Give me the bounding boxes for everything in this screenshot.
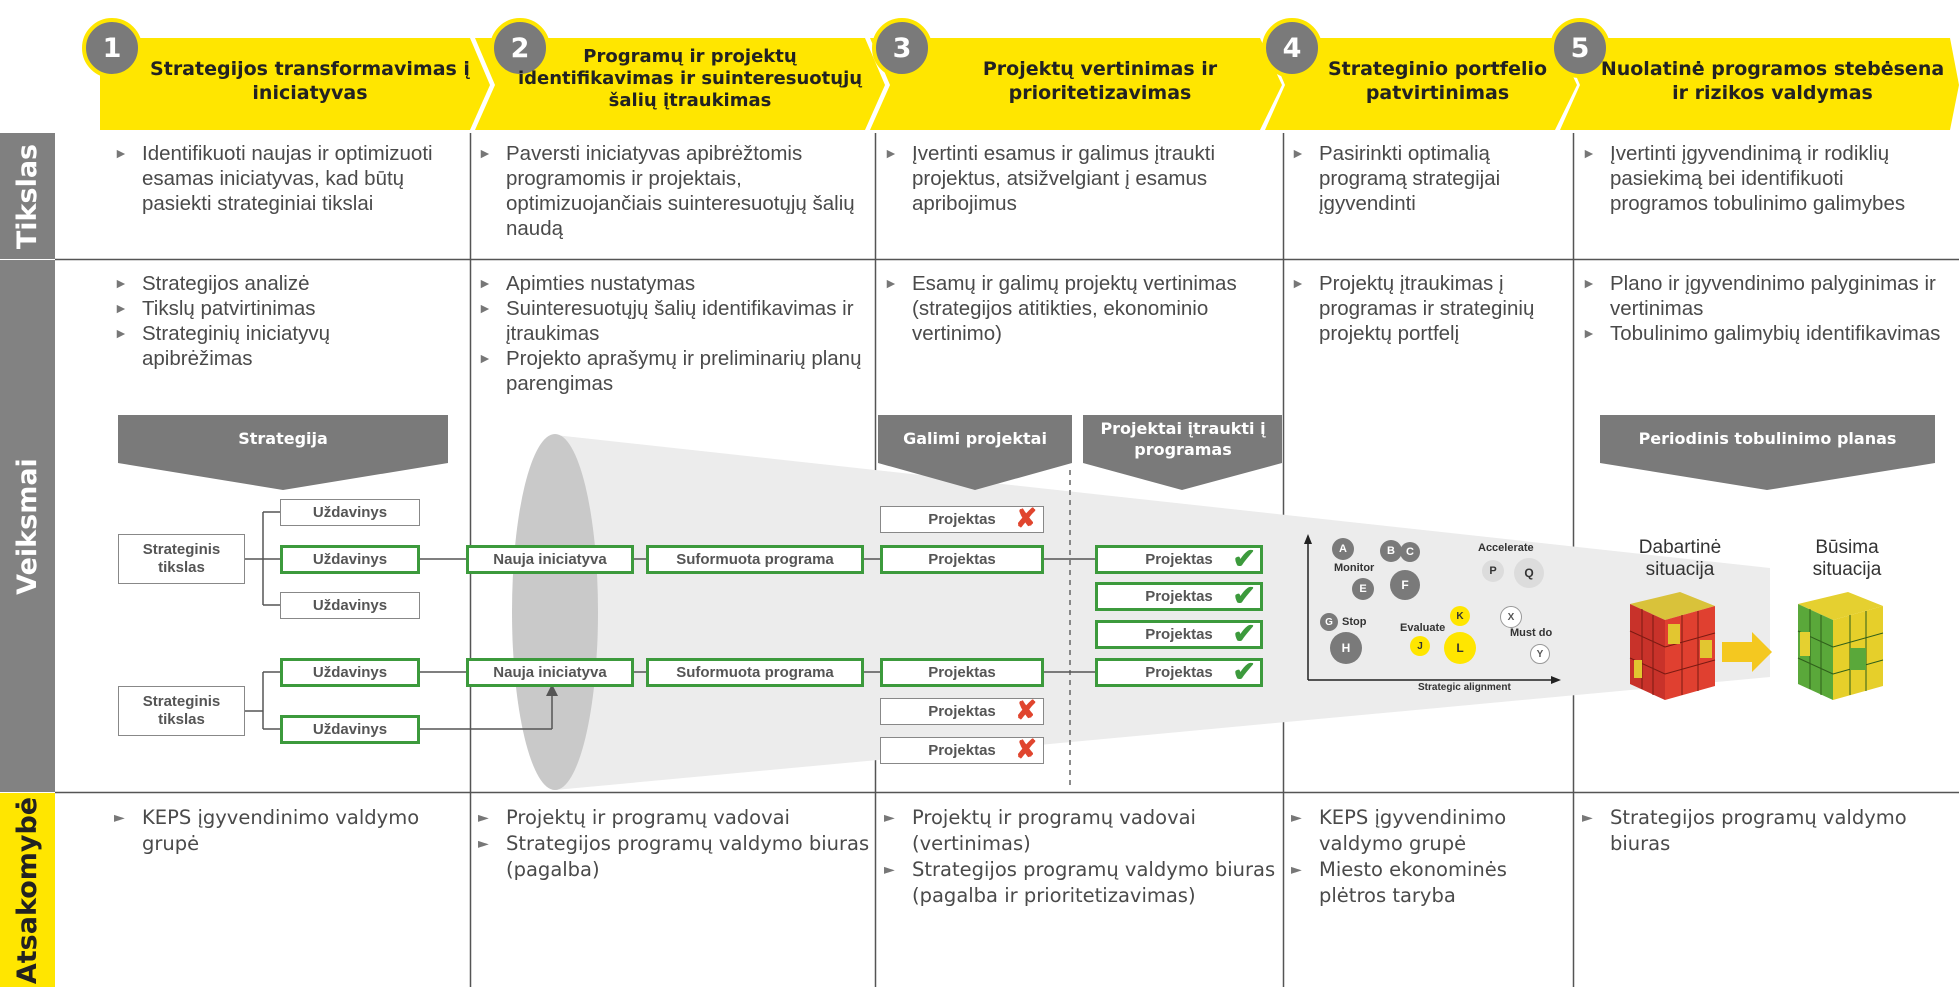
projektas-candidate-2: Projektas <box>880 658 1044 687</box>
stage-3-arrow <box>870 38 1282 130</box>
arrow-up-head <box>546 684 558 696</box>
future-cube <box>1797 592 1884 700</box>
stage-2-arrow <box>475 38 885 130</box>
cross-icon: ✘ <box>1015 734 1037 764</box>
stage-5-arrow <box>1560 38 1959 130</box>
periodinis-label: Periodinis tobulinimo planas <box>1638 429 1897 448</box>
stage-3-title: Projektų vertinimas ir prioritetizavimas <box>982 58 1218 104</box>
stage-2-number: 2 <box>490 18 550 78</box>
dabartine-situacija-label: Dabartinė situacija <box>1638 537 1722 580</box>
atsakomybe-col-4: KEPS įgyvendinimo valdymo grupėMiesto ek… <box>1289 805 1569 909</box>
check-icon: ✔ <box>1232 656 1256 687</box>
bubble-j: J <box>1410 636 1430 656</box>
atsakomybe-col-1: KEPS įgyvendinimo valdymo grupė <box>112 805 462 857</box>
bubble-y: Y <box>1530 644 1550 664</box>
bubble-q: Q <box>1514 558 1544 588</box>
projektas-rejected-3: Projektas✘ <box>880 734 1044 764</box>
stage-3-number: 3 <box>872 18 932 78</box>
nauja-iniciatyva-box-1: Nauja iniciatyva <box>466 545 634 574</box>
matrix-must-do-label: Must do <box>1510 627 1553 639</box>
tikslas-col-5: Įvertinti įgyvendinimą ir rodiklių pasie… <box>1580 141 1940 216</box>
tikslas-col-1: Identifikuoti naujas ir optimizuoti esam… <box>112 141 462 216</box>
stage-5-title: Nuolatinė programos stebėsena ir rizikos… <box>1600 58 1945 104</box>
veiksmai-col-3: Esamų ir galimų projektų vertinimas (str… <box>882 271 1272 346</box>
check-icon: ✔ <box>1232 580 1256 611</box>
matrix-evaluate-label: Evaluate <box>1400 622 1446 634</box>
matrix-x-axis-label: Strategic alignment <box>1418 682 1511 693</box>
tikslas-col-4: Pasirinkti optimalią programą strategija… <box>1289 141 1569 216</box>
veiksmai-col-4: Projektų įtraukimas į programas ir strat… <box>1289 271 1569 346</box>
uzdavinys-box-3: Uždavinys <box>280 592 420 619</box>
projektas-candidate-1: Projektas <box>880 545 1044 574</box>
strateginis-tikslas-box-2: Strateginis tikslas <box>118 686 245 736</box>
header-arrows <box>100 38 1959 130</box>
bubble-p: P <box>1482 560 1504 582</box>
stage-2-title: Programų ir projektų identifikavimas ir … <box>517 46 863 111</box>
projektas-included-3: Projektas✔ <box>1095 618 1263 649</box>
tikslas-col-2: Paversti iniciatyvas apibrėžtomis progra… <box>476 141 871 241</box>
row-label-tikslas: Tikslas <box>0 133 55 259</box>
tikslas-col-3: Įvertinti esamus ir galimus įtraukti pro… <box>882 141 1277 216</box>
projektas-included-4: Projektas✔ <box>1095 656 1263 687</box>
bubble-x: X <box>1500 606 1522 628</box>
veiksmai-col-5: Plano ir įgyvendinimo palyginimas ir ver… <box>1580 271 1950 346</box>
uzdavinys-box-1: Uždavinys <box>280 499 420 526</box>
periodinis-banner <box>1600 415 1935 490</box>
uzdavinys-box-4: Uždavinys <box>280 658 420 687</box>
bubble-c: C <box>1400 542 1420 562</box>
bubble-e: E <box>1352 578 1374 600</box>
funnel-cone <box>555 435 1770 790</box>
cube-arrow <box>1722 632 1772 672</box>
veiksmai-col-2: Apimties nustatymasSuinteresuotųjų šalių… <box>476 271 866 396</box>
atsakomybe-col-3: Projektų ir programų vadovai (vertinimas… <box>882 805 1277 909</box>
projektas-included-2: Projektas✔ <box>1095 580 1263 611</box>
portfolio-matrix-axes <box>1307 540 1555 681</box>
stage-1-number: 1 <box>82 18 142 78</box>
stage-1-title: Strategijos transformavimas į iniciatyva… <box>150 58 470 104</box>
uzdavinys-box-5: Uždavinys <box>280 715 420 744</box>
nauja-iniciatyva-box-2: Nauja iniciatyva <box>466 658 634 687</box>
check-icon: ✔ <box>1232 618 1256 649</box>
bubble-b: B <box>1380 540 1402 562</box>
galimi-banner <box>878 415 1072 490</box>
bubble-g: G <box>1320 613 1338 631</box>
stage-5-number: 5 <box>1550 18 1610 78</box>
bubble-l: L <box>1444 632 1476 664</box>
matrix-stop-label: Stop <box>1342 616 1367 628</box>
bubble-h: H <box>1330 632 1362 664</box>
cross-icon: ✘ <box>1015 503 1037 533</box>
bubble-a: A <box>1332 538 1354 560</box>
check-icon: ✔ <box>1232 543 1256 574</box>
matrix-monitor-label: Monitor <box>1334 562 1375 574</box>
strategija-label: Strategija <box>238 429 328 448</box>
atsakomybe-col-5: Strategijos programų valdymo biuras <box>1580 805 1950 857</box>
uzdavinys-box-2: Uždavinys <box>280 545 420 574</box>
projektas-rejected-1: Projektas✘ <box>880 503 1044 533</box>
projektas-included-1: Projektas✔ <box>1095 543 1263 574</box>
bubble-k: K <box>1450 606 1470 626</box>
veiksmai-col-1: Strategijos analizėTikslų patvirtinimasS… <box>112 271 442 371</box>
suformuota-programa-box-2: Suformuota programa <box>646 658 864 687</box>
suformuota-programa-box-1: Suformuota programa <box>646 545 864 574</box>
projektai-itraukti-label: Projektai įtraukti į programas <box>1100 419 1266 459</box>
stage-1-arrow <box>100 38 490 130</box>
current-cube <box>1629 592 1716 700</box>
funnel-mouth <box>512 434 598 790</box>
strategija-banner <box>118 415 448 490</box>
strateginis-tikslas-box-1: Strateginis tikslas <box>118 534 245 584</box>
stage-4-number: 4 <box>1262 18 1322 78</box>
stage-4-arrow <box>1265 38 1577 130</box>
cross-icon: ✘ <box>1015 695 1037 725</box>
projektas-rejected-2: Projektas✘ <box>880 695 1044 725</box>
busima-situacija-label: Būsima situacija <box>1812 537 1882 580</box>
stage-4-title: Strateginio portfelio patvirtinimas <box>1327 58 1548 104</box>
itraukti-banner <box>1083 415 1282 490</box>
row-label-atsakomybe: Atsakomybė <box>0 793 55 987</box>
atsakomybe-col-2: Projektų ir programų vadovaiStrategijos … <box>476 805 871 883</box>
row-label-veiksmai: Veiksmai <box>0 260 55 792</box>
galimi-projektai-label: Galimi projektai <box>903 429 1047 448</box>
matrix-accelerate-label: Accelerate <box>1478 542 1534 554</box>
bubble-f: F <box>1390 570 1420 600</box>
